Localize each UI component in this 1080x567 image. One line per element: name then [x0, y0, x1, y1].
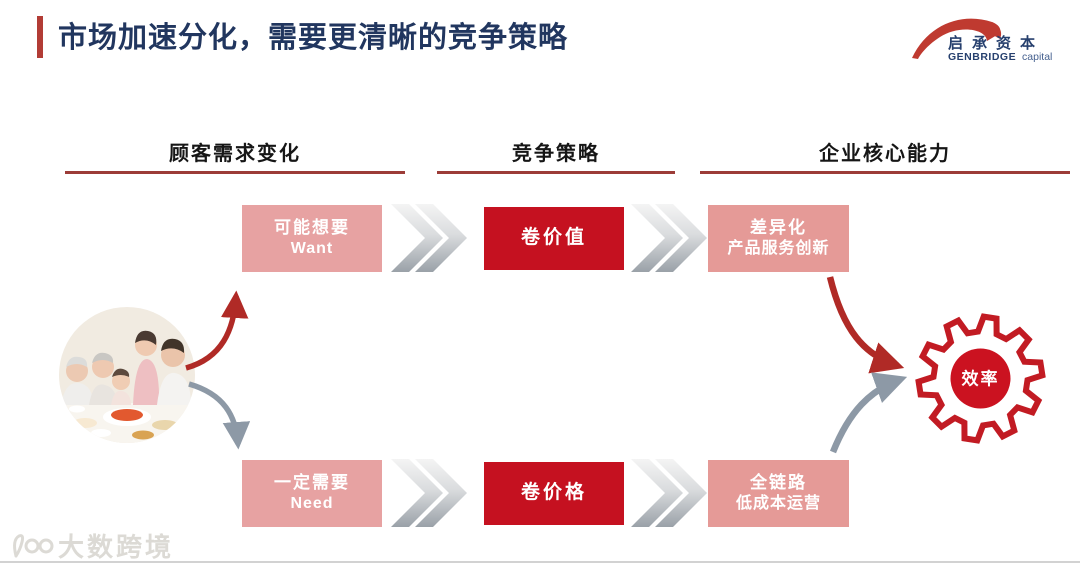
- bridge-arc-icon: [912, 18, 1002, 59]
- double-chevron-icon: [391, 204, 467, 272]
- box-need-en: Need: [290, 495, 334, 513]
- watermark: 大数跨境: [8, 527, 174, 564]
- box-differentiation: 差异化 产品服务创新: [708, 205, 849, 272]
- column-header-competition-strategy: 竞争策略: [437, 137, 675, 174]
- red-curved-arrow-to-gear: [826, 276, 905, 374]
- box-differentiation-line1: 差异化: [750, 218, 807, 238]
- box-compete-on-value: 卷价值: [484, 207, 624, 270]
- box-compete-on-price: 卷价格: [484, 462, 624, 525]
- column-header-core-capability: 企业核心能力: [700, 137, 1070, 174]
- logo-english-light: capital: [1022, 51, 1053, 63]
- box-compete-on-price-label: 卷价格: [520, 482, 587, 504]
- gear-label: 效率: [962, 369, 1000, 389]
- double-chevron-icon: [391, 459, 467, 527]
- genbridge-logo: 启承资本 GENBRIDGE capital: [900, 6, 1075, 70]
- box-full-chain-line1: 全链路: [750, 473, 807, 493]
- box-need-cn: 一定需要: [274, 473, 350, 493]
- column-header-underline: [700, 171, 1070, 174]
- watermark-text: 大数跨境: [58, 532, 175, 562]
- gear-icon: 效率: [915, 313, 1046, 444]
- column-header-underline: [437, 171, 675, 174]
- box-full-chain-low-cost: 全链路 低成本运营: [708, 460, 849, 527]
- box-want-cn: 可能想要: [274, 218, 350, 238]
- bottom-divider: [0, 561, 1080, 563]
- title-accent-bar: [37, 16, 43, 58]
- family-dinner-photo: [59, 307, 195, 443]
- watermark-100-icon: [13, 533, 54, 557]
- box-differentiation-line2: 产品服务创新: [727, 240, 830, 258]
- box-need: 一定需要 Need: [242, 460, 382, 527]
- double-chevron-icon: [631, 204, 707, 272]
- logo-chinese-name: 启承资本: [948, 35, 1045, 52]
- box-want: 可能想要 Want: [242, 205, 382, 272]
- gear-center-circle: [950, 348, 1011, 409]
- double-chevron-icon: [631, 459, 707, 527]
- gray-curved-arrow-to-gear: [829, 372, 908, 454]
- logo-english-name: GENBRIDGE capital: [948, 51, 1052, 63]
- column-header-label: 顾客需求变化: [169, 143, 301, 165]
- column-header-customer-demand: 顾客需求变化: [65, 137, 405, 174]
- box-want-en: Want: [290, 240, 334, 258]
- box-full-chain-line2: 低成本运营: [735, 495, 821, 513]
- column-header-label: 企业核心能力: [819, 143, 951, 165]
- box-compete-on-value-label: 卷价值: [520, 227, 587, 249]
- page-title: 市场加速分化，需要更清晰的竞争策略: [58, 22, 569, 54]
- logo-english-bold: GENBRIDGE: [948, 51, 1017, 63]
- column-header-underline: [65, 171, 405, 174]
- column-header-label: 竞争策略: [512, 143, 600, 165]
